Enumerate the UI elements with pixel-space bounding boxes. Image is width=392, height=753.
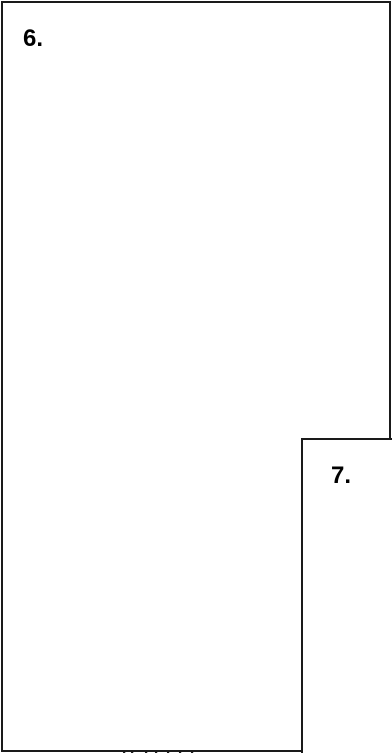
step-7-panel: 7. xyxy=(301,438,392,753)
step-7-label: 7. xyxy=(331,464,351,488)
step-6-label: 6. xyxy=(23,27,43,51)
